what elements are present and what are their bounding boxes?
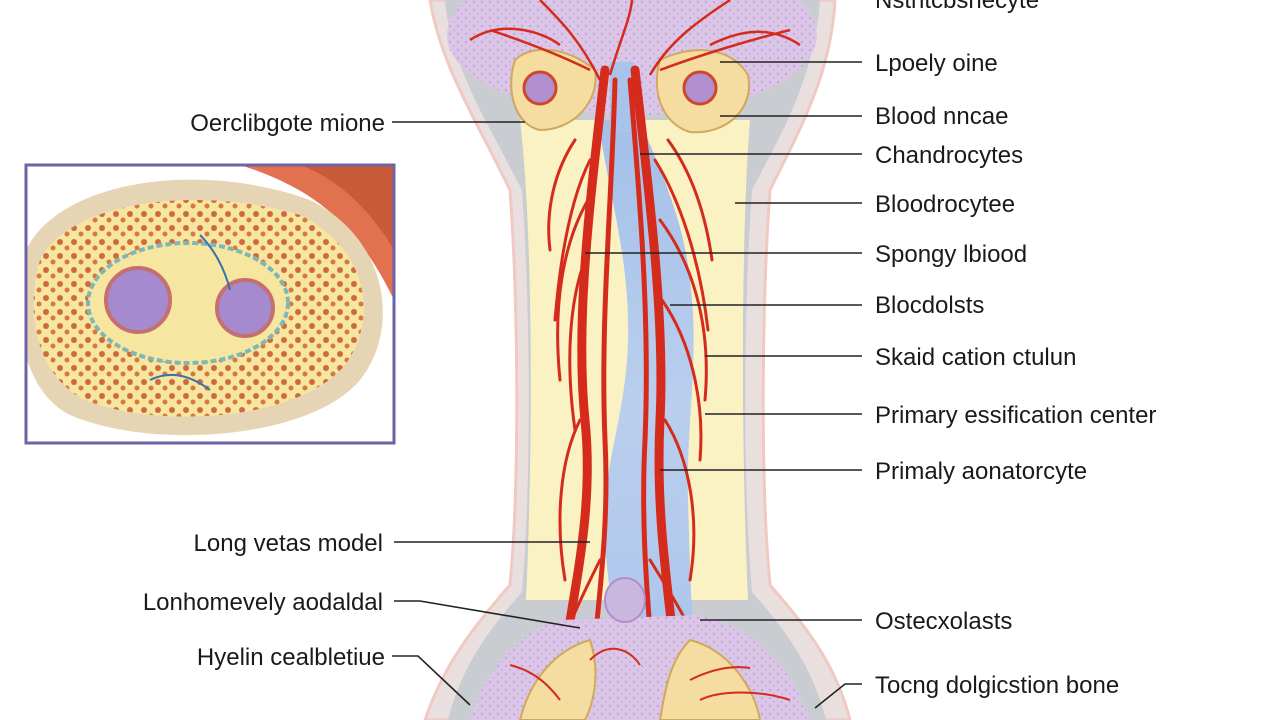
label-primaly-aonatorcyte: Primaly aonatorcyte [875,458,1087,485]
label-tocng-dolgicstion-bone: Tocng dolgicstion bone [875,672,1119,699]
marrow-cavity [598,120,700,690]
labels-left: Oerclibgote mione Long vetas model Lonho… [143,110,385,671]
label-skaid-cation-ctulun: Skaid cation ctulun [875,344,1076,371]
labels-right: Nstntcbsnecyte Lpoely oine Blood nncae C… [875,0,1156,699]
label-blocdolsts: Blocdolsts [875,292,984,319]
label-top-cut: Nstntcbsnecyte [875,0,1039,14]
label-long-vetas-model: Long vetas model [194,530,383,557]
label-lonhomevely-aodaldal: Lonhomevely aodaldal [143,589,383,616]
label-primary-essification-center: Primary essification center [875,402,1156,429]
label-ostecxolasts: Ostecxolasts [875,608,1012,635]
leader-lines-left [392,121,590,706]
label-lpoely-oine: Lpoely oine [875,50,998,77]
inset-cross-section [24,163,396,445]
label-blood-nncae: Blood nncae [875,103,1008,130]
label-bloodrocytee: Bloodrocytee [875,191,1015,218]
leader-lines-right [585,61,862,709]
bone-shape [423,0,852,720]
label-oerclibgote-mione: Oerclibgote mione [190,110,385,137]
bottom-epiphysis [470,577,810,720]
label-chandrocytes: Chandrocytes [875,142,1023,169]
vessel-main-left [555,65,610,695]
label-spongy-lbiood: Spongy lbiood [875,241,1027,268]
vessel-main-right [630,65,685,705]
label-hyelin-cealbletiue: Hyelin cealbletiue [197,644,385,671]
